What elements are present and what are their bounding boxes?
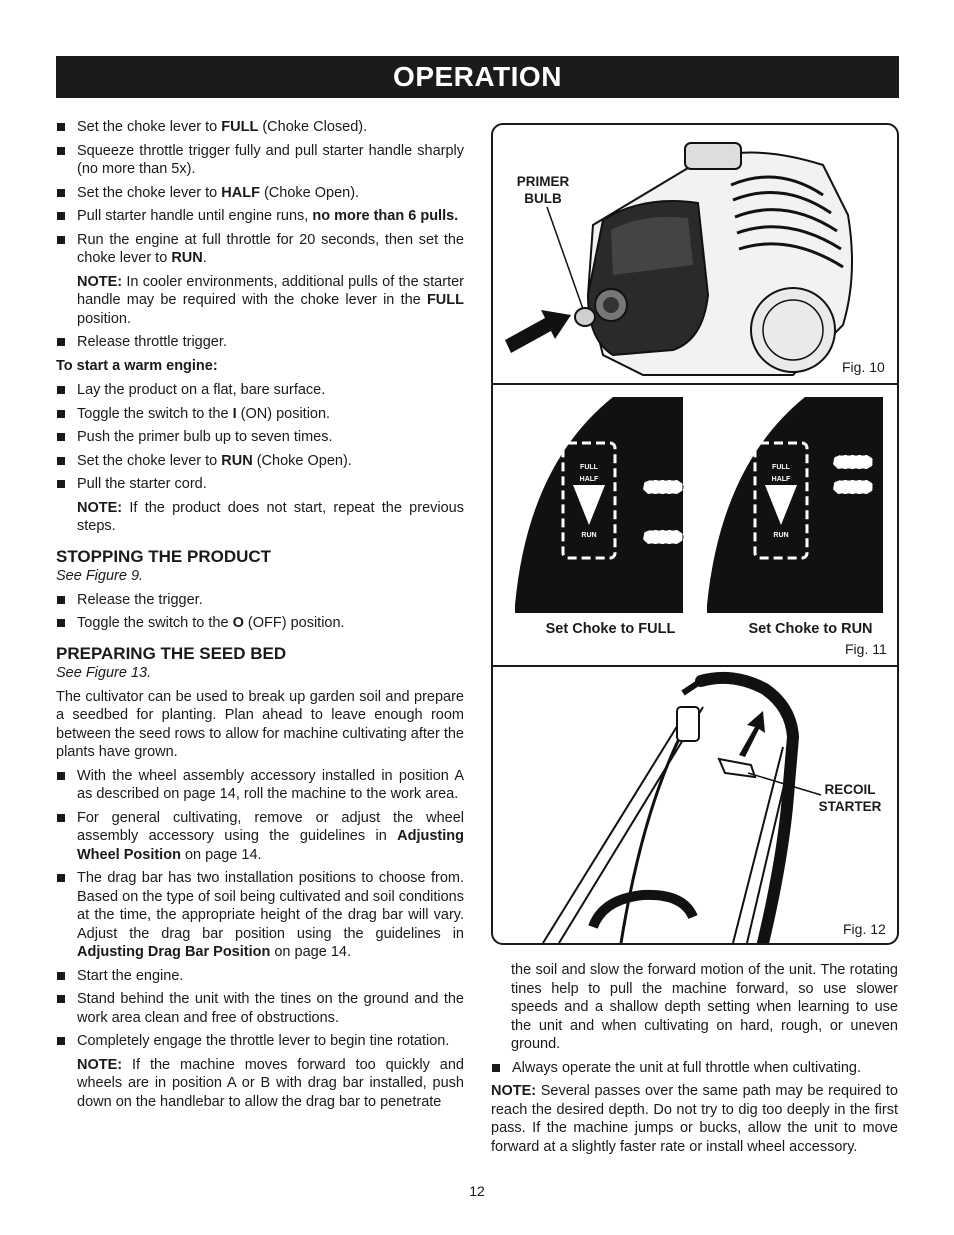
choke-full-caption: Set Choke to FULL: [545, 621, 676, 637]
figure-11: FULL HALF RUN FULL HALF RUN Set Choke to…: [493, 385, 897, 665]
seed-bed-intro: The cultivator can be used to break up g…: [56, 688, 464, 761]
list-item: Always operate the unit at full throttle…: [491, 1059, 898, 1078]
list-item: Release the trigger.: [56, 591, 464, 610]
list-item: Run the engine at full throttle for 20 s…: [56, 231, 464, 268]
handle-illustration: [542, 671, 822, 943]
figure-reference: See Figure 9.: [56, 568, 144, 584]
page-number: 12: [469, 1183, 485, 1199]
choke-run-caption: Set Choke to RUN: [748, 621, 873, 637]
choke-illustration: FULL HALF RUN FULL HALF RUN: [515, 397, 883, 613]
list-item: The drag bar has two installation positi…: [56, 869, 464, 962]
list-item: Set the choke lever to FULL (Choke Close…: [56, 118, 464, 137]
note-continuation: the soil and slow the forward motion of …: [511, 962, 898, 1052]
seed-bed-heading: PREPARING THE SEED BED: [56, 643, 287, 663]
gauge-run-text: RUN: [581, 532, 596, 539]
gauge-full-text: FULL: [580, 464, 599, 471]
gauge-full-text: FULL: [772, 464, 791, 471]
list-item: Stand behind the unit with the tines on …: [56, 990, 464, 1027]
figure-reference: See Figure 13.: [56, 665, 152, 681]
divider: [493, 665, 897, 667]
list-item: Set the choke lever to HALF (Choke Open)…: [56, 184, 464, 203]
gauge-half-text: HALF: [580, 476, 599, 483]
list-item: Push the primer bulb up to seven times.: [56, 428, 464, 447]
left-column: Set the choke lever to FULL (Choke Close…: [56, 118, 464, 1116]
list-item: For general cultivating, remove or adjus…: [56, 809, 464, 865]
list-item: Set the choke lever to RUN (Choke Open).: [56, 452, 464, 471]
section-title-banner: OPERATION: [56, 56, 899, 98]
list-item: Completely engage the throttle lever to …: [56, 1032, 464, 1051]
note-multiple-passes: NOTE: Several passes over the same path …: [491, 1083, 898, 1155]
list-item: Lay the product on a flat, bare surface.: [56, 381, 464, 400]
list-item: Release throttle trigger.: [56, 333, 464, 352]
right-column: the soil and slow the forward motion of …: [491, 961, 898, 1161]
list-item: Toggle the switch to the I (ON) position…: [56, 405, 464, 424]
list-item: With the wheel assembly accessory instal…: [56, 767, 464, 804]
warm-engine-heading: To start a warm engine:: [56, 357, 218, 374]
figure-caption: Fig. 10: [842, 359, 885, 375]
list-item: Pull the starter cord.: [56, 475, 464, 494]
engine-illustration: [505, 142, 853, 376]
divider: [493, 383, 897, 385]
figure-caption: Fig. 12: [843, 921, 886, 937]
list-item: Start the engine.: [56, 967, 464, 986]
note-cold-engine: NOTE: In cooler environments, additional…: [77, 273, 464, 327]
gauge-half-text: HALF: [772, 476, 791, 483]
gauge-run-text: RUN: [773, 532, 788, 539]
list-item: Pull starter handle until engine runs, n…: [56, 207, 464, 226]
figure-caption: Fig. 11: [845, 641, 887, 657]
list-item: Squeeze throttle trigger fully and pull …: [56, 142, 464, 179]
note-drag-bar: NOTE: If the machine moves forward too q…: [77, 1056, 464, 1110]
list-item: Toggle the switch to the O (OFF) positio…: [56, 614, 464, 633]
stopping-heading: STOPPING THE PRODUCT: [56, 546, 272, 566]
note-no-start: NOTE: If the product does not start, rep…: [77, 499, 464, 535]
